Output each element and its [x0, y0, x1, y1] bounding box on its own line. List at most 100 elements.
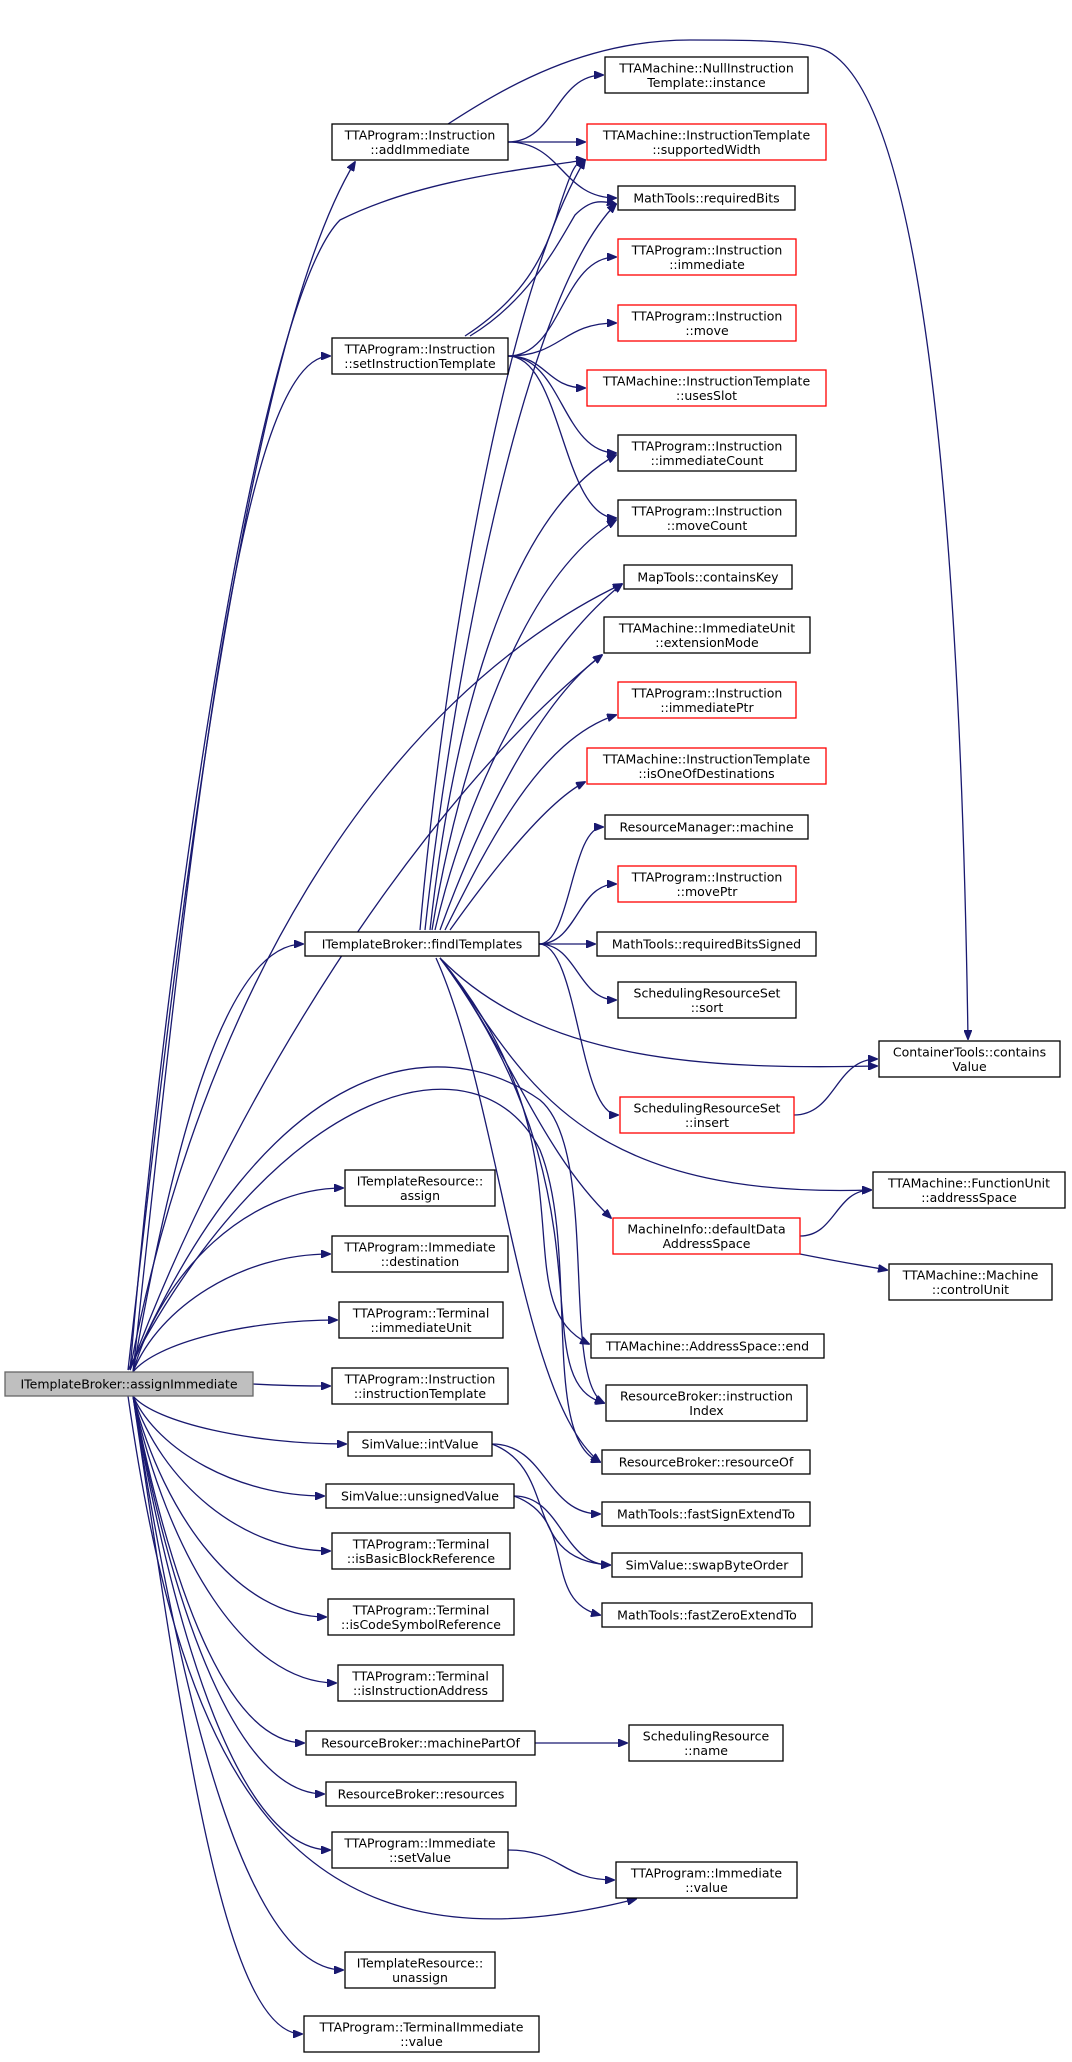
node-box [878, 1040, 1061, 1078]
node-containsKey[interactable]: MapTools::containsKey [623, 564, 793, 590]
node-requiredBitsSigned[interactable]: MathTools::requiredBitsSigned [596, 931, 817, 957]
node-setInstrTemplate[interactable]: TTAProgram::Instruction::setInstructionT… [331, 337, 509, 375]
node-srName[interactable]: SchedulingResource::name [628, 1724, 784, 1762]
node-usesSlot[interactable]: TTAMachine::InstructionTemplate::usesSlo… [586, 369, 827, 407]
node-termImmValue[interactable]: TTAProgram::TerminalImmediate::value [303, 2015, 540, 2053]
node-findITemplates[interactable]: ITemplateBroker::findITemplates [304, 931, 540, 957]
node-itrAssign[interactable]: ITemplateResource::assign [344, 1169, 496, 1207]
node-box [617, 185, 796, 211]
edge-root-to-instrTemplate [252, 1384, 330, 1386]
node-label-line: TTAMachine::InstructionTemplate [602, 127, 811, 142]
node-label-line: TTAProgram::Instruction [631, 308, 783, 323]
node-unsignedValue[interactable]: SimValue::unsignedValue [325, 1483, 515, 1509]
edge-addImmediate-to-requiredBits [507, 141, 616, 198]
node-addImmediate[interactable]: TTAProgram::Instruction::addImmediate [331, 123, 509, 161]
node-layer: ITemplateBroker::assignImmediateTTAProgr… [4, 56, 1066, 2053]
node-label-line: ResourceBroker::resources [338, 1787, 505, 1802]
edge-root-to-intValue [132, 1395, 346, 1444]
node-isCodeSymRef[interactable]: TTAProgram::Terminal::isCodeSymbolRefere… [327, 1598, 515, 1636]
node-root[interactable]: ITemplateBroker::assignImmediate [4, 1371, 254, 1397]
node-label-line: ::immediate [669, 257, 745, 272]
node-isBBRef[interactable]: TTAProgram::Terminal::isBasicBlockRefere… [331, 1532, 511, 1570]
node-movePtr[interactable]: TTAProgram::Instruction::movePtr [617, 865, 797, 903]
edge-intValue-to-fastSignExtendTo [491, 1443, 600, 1514]
node-label-line: ::isOneOfDestinations [638, 766, 774, 781]
node-move[interactable]: TTAProgram::Instruction::move [617, 304, 797, 342]
node-box [603, 616, 811, 654]
node-rbResourceOf[interactable]: ResourceBroker::resourceOf [601, 1449, 811, 1475]
node-label-line: TTAProgram::Immediate [343, 1835, 495, 1850]
node-label-line: SimValue::intValue [362, 1437, 479, 1452]
node-isInstrAddr[interactable]: TTAProgram::Terminal::isInstructionAddre… [337, 1664, 504, 1702]
node-extensionMode[interactable]: TTAMachine::ImmediateUnit::extensionMode [603, 616, 811, 654]
node-label-line: TTAProgram::Instruction [631, 685, 783, 700]
edge-unsignedValue-to-swapByteOrder [513, 1495, 610, 1565]
node-fastSignExtendTo[interactable]: MathTools::fastSignExtendTo [601, 1501, 811, 1527]
node-label-line: ::isBasicBlockReference [347, 1551, 496, 1566]
node-label-line: ::usesSlot [676, 388, 737, 403]
node-label-line: Value [952, 1059, 987, 1074]
node-label-line: TTAMachine::FunctionUnit [887, 1175, 1050, 1190]
node-label-line: TTAProgram::Immediate [343, 1239, 495, 1254]
node-label-line: TTAProgram::Immediate [630, 1865, 782, 1880]
node-termImmUnit[interactable]: TTAProgram::Terminal::immediateUnit [338, 1301, 504, 1339]
edge-findITemplates-to-isOneOfDest [449, 782, 585, 931]
node-fastZeroExtendTo[interactable]: MathTools::fastZeroExtendTo [601, 1602, 813, 1628]
node-label-line: assign [400, 1188, 440, 1203]
node-label-line: TTAProgram::Terminal [352, 1305, 490, 1320]
node-moveCount[interactable]: TTAProgram::Instruction::moveCount [617, 499, 797, 537]
node-asEnd[interactable]: TTAMachine::AddressSpace::end [590, 1333, 825, 1359]
node-instrTemplate[interactable]: TTAProgram::Instruction::instructionTemp… [331, 1367, 509, 1405]
node-label-line: ::immediatePtr [660, 700, 754, 715]
node-label-line: TTAMachine::NullInstruction [618, 60, 794, 75]
edge-root-to-extensionMode [129, 655, 602, 1371]
edge-defaultDataAS-to-controlUnit [799, 1253, 887, 1270]
node-immediateCount[interactable]: TTAProgram::Instruction::immediateCount [617, 434, 797, 472]
node-label-line: Template::instance [646, 75, 766, 90]
node-rbResources[interactable]: ResourceBroker::resources [325, 1781, 517, 1807]
edge-defaultDataAS-to-fuAddressSpace [799, 1190, 871, 1237]
node-immediate[interactable]: TTAProgram::Instruction::immediate [617, 238, 797, 276]
node-machinePartOf[interactable]: ResourceBroker::machinePartOf [305, 1730, 536, 1756]
node-supportedWidth[interactable]: TTAMachine::InstructionTemplate::support… [586, 123, 827, 161]
node-label-line: SimValue::swapByteOrder [626, 1558, 790, 1573]
node-isOneOfDest[interactable]: TTAMachine::InstructionTemplate::isOneOf… [586, 747, 827, 785]
edge-findITemplates-to-moveCount [431, 520, 616, 931]
edge-findITemplates-to-rbInstrIndex [439, 957, 604, 1403]
node-label-line: MathTools::fastZeroExtendTo [617, 1608, 797, 1623]
node-immValue[interactable]: TTAProgram::Immediate::value [615, 1861, 798, 1899]
node-setValue[interactable]: TTAProgram::Immediate::setValue [331, 1831, 509, 1869]
node-label-line: TTAProgram::Instruction [344, 127, 496, 142]
node-intValue[interactable]: SimValue::intValue [347, 1431, 493, 1457]
node-fuAddressSpace[interactable]: TTAMachine::FunctionUnit::addressSpace [872, 1171, 1066, 1209]
node-label-line: ResourceBroker::instruction [620, 1388, 793, 1403]
node-box [331, 123, 509, 161]
node-box [305, 1730, 536, 1756]
node-immDestination[interactable]: TTAProgram::Immediate::destination [331, 1235, 509, 1273]
node-itrUnassign[interactable]: ITemplateResource::unassign [344, 1951, 496, 1989]
node-swapByteOrder[interactable]: SimValue::swapByteOrder [611, 1552, 803, 1578]
node-label-line: TTAMachine::Machine [902, 1267, 1039, 1282]
node-immediatePtr[interactable]: TTAProgram::Instruction::immediatePtr [617, 681, 797, 719]
edge-root-to-setValue [132, 1395, 330, 1850]
node-controlUnit[interactable]: TTAMachine::Machine::controlUnit [888, 1263, 1053, 1301]
edge-setInstrTemplate-to-move [507, 323, 616, 357]
node-rmMachine[interactable]: ResourceManager::machine [604, 814, 809, 840]
node-label-line: ::setValue [389, 1850, 451, 1865]
node-box [617, 499, 797, 537]
node-nullInstrTemplate[interactable]: TTAMachine::NullInstructionTemplate::ins… [604, 56, 809, 94]
node-srsInsert[interactable]: SchedulingResourceSet::insert [619, 1096, 795, 1134]
edge-root-to-containsKey [129, 584, 622, 1371]
edge-root-to-rbResourceOf [127, 1088, 600, 1462]
node-srsSort[interactable]: SchedulingResourceSet::sort [617, 981, 797, 1019]
node-box [344, 1951, 496, 1989]
node-requiredBits[interactable]: MathTools::requiredBits [617, 185, 796, 211]
node-box [617, 304, 797, 342]
node-label-line: ResourceManager::machine [619, 820, 793, 835]
node-box [619, 1096, 795, 1134]
node-box [605, 1384, 808, 1422]
node-label-line: ::controlUnit [932, 1282, 1009, 1297]
